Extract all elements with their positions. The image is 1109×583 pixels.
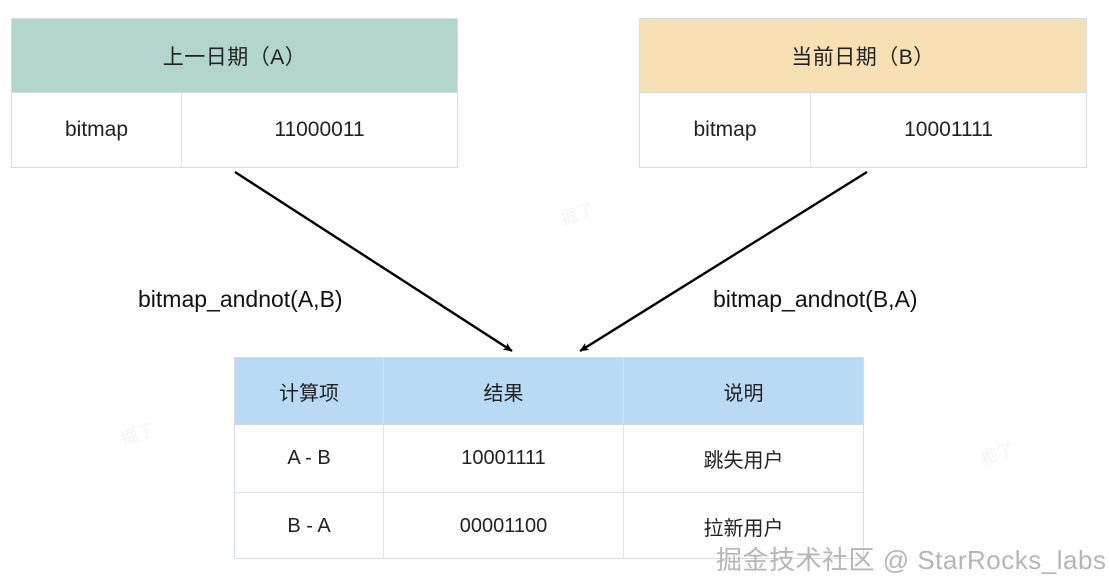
- table-result-cell-result: 00001100: [383, 493, 623, 559]
- table-previous-date-label: bitmap: [64, 118, 129, 141]
- table-result-col-result: 结果: [383, 358, 623, 424]
- arrow-label-b-minus-a: bitmap_andnot(B,A): [713, 286, 918, 312]
- table-previous-date: 上一日期（A） bitmap 11000011: [11, 18, 458, 168]
- arrow-label-a-minus-b: bitmap_andnot(A,B): [138, 286, 343, 312]
- table-previous-date-header: 上一日期（A）: [12, 19, 457, 93]
- table-current-date-label: bitmap: [693, 118, 757, 141]
- watermark-tile: 掘了: [977, 435, 1018, 470]
- table-result-cell-note: 跳失用户: [623, 425, 863, 492]
- watermark-brand: 掘金技术社区 @ StarRocks_labs: [716, 545, 1107, 575]
- arrow-b-minus-a: [579, 170, 868, 353]
- table-previous-date-value: 11000011: [181, 93, 457, 167]
- table-result-cell-item: A - B: [287, 447, 331, 469]
- table-result: 计算项 结果 说明 A - B 10001111 跳失用户 B - A 0000…: [234, 357, 864, 559]
- watermark-tile: 掘了: [557, 195, 598, 230]
- watermark-tile: 掘了: [117, 415, 158, 450]
- table-result-cell-result: 10001111: [383, 425, 623, 492]
- table-row: bitmap 10001111: [640, 93, 1086, 167]
- table-result-header-row: 计算项 结果 说明: [235, 358, 863, 425]
- arrow-a-minus-b: [234, 170, 513, 353]
- table-result-cell-item: B - A: [287, 514, 331, 537]
- table-current-date-header: 当前日期（B）: [640, 19, 1086, 93]
- table-result-cell-note: 拉新用户: [623, 493, 863, 559]
- table-result-col-item: 计算项: [279, 382, 339, 405]
- table-current-date-value: 10001111: [810, 93, 1086, 167]
- table-row: B - A 00001100 拉新用户: [235, 492, 863, 559]
- table-row: A - B 10001111 跳失用户: [235, 425, 863, 492]
- table-result-col-note: 说明: [623, 358, 863, 424]
- table-row: bitmap 11000011: [12, 93, 457, 167]
- table-current-date: 当前日期（B） bitmap 10001111: [639, 18, 1087, 168]
